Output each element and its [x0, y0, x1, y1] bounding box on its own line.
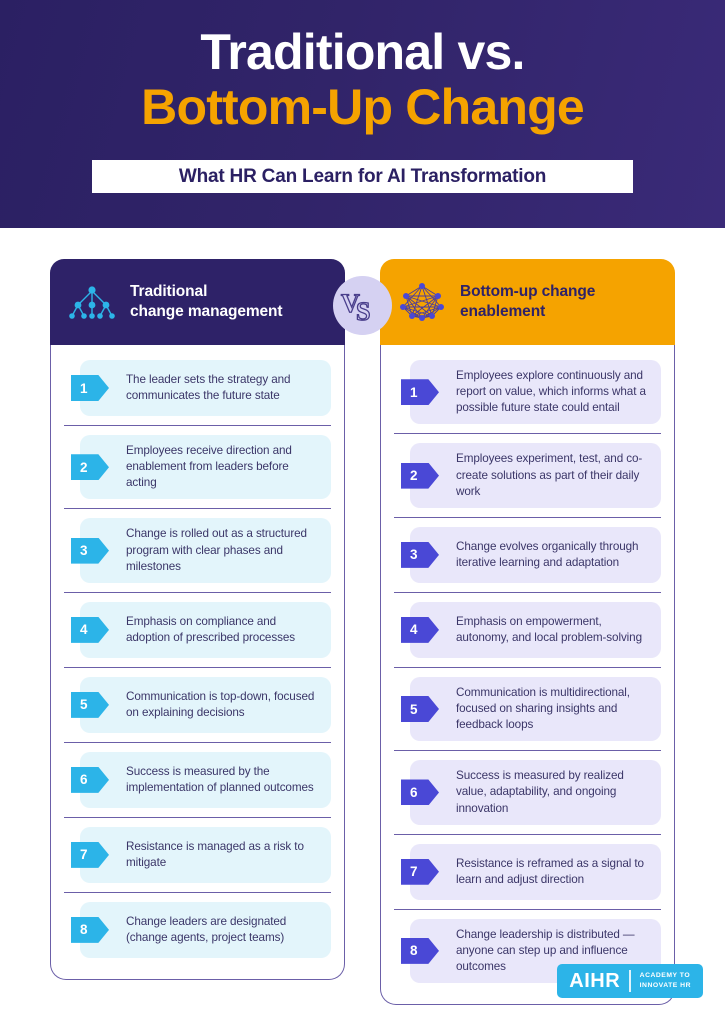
item-pill: Success is measured by realized value, a… [410, 760, 661, 825]
item-pill: Emphasis on empowerment, autonomy, and l… [410, 601, 661, 658]
list-item[interactable]: 6 Success is measured by realized value,… [394, 750, 661, 833]
column-header-bottom-up: Bottom-up change enablement [380, 259, 675, 345]
item-pill: Success is measured by the implementatio… [80, 751, 331, 808]
column-title-traditional: Traditional change management [130, 282, 283, 322]
vs-badge: V S [333, 276, 392, 335]
item-text: Employees receive direction and enableme… [126, 444, 292, 490]
column-title-line-1: Traditional [130, 283, 208, 301]
item-text: Success is measured by realized value, a… [456, 769, 624, 815]
item-text: Communication is top-down, focused on ex… [126, 689, 315, 719]
item-text: Change evolves organically through itera… [456, 539, 639, 569]
title-line-1: Traditional vs. [200, 24, 525, 80]
item-pill: Emphasis on compliance and adoption of p… [80, 601, 331, 658]
item-text: Employees explore continuously and repor… [456, 369, 646, 415]
item-text: Resistance is managed as a risk to mitig… [126, 839, 304, 869]
item-pill: Change evolves organically through itera… [410, 526, 661, 583]
list-item[interactable]: 3 Change is rolled out as a structured p… [64, 508, 331, 591]
item-pill: Employees explore continuously and repor… [410, 360, 661, 425]
list-item[interactable]: 5 Communication is multidirectional, foc… [394, 666, 661, 750]
comparison-columns: Traditional change management 1 The lead… [0, 259, 725, 1006]
item-text: Resistance is reframed as a signal to le… [456, 856, 644, 886]
item-pill: Employees experiment, test, and co-creat… [410, 443, 661, 508]
column-body-traditional: 1 The leader sets the strategy and commu… [50, 345, 345, 980]
logo-divider [629, 970, 631, 992]
logo-tagline-line-1: ACADEMY TO [639, 972, 691, 980]
svg-text:S: S [356, 297, 370, 324]
item-text: Change is rolled out as a structured pro… [126, 527, 307, 573]
list-item[interactable]: 5 Communication is top-down, focused on … [64, 666, 331, 742]
column-title-line-2: change management [130, 303, 283, 320]
vs-icon: V S [340, 288, 371, 324]
column-title-line-2: enablement [460, 303, 546, 320]
list-item[interactable]: 2 Employees experiment, test, and co-cre… [394, 433, 661, 516]
list-item[interactable]: 3 Change evolves organically through ite… [394, 516, 661, 592]
svg-text:V: V [341, 289, 360, 318]
aihr-logo[interactable]: AIHR ACADEMY TO INNOVATE HR [557, 964, 703, 998]
column-title-bottom-up: Bottom-up change enablement [460, 282, 595, 322]
subtitle-banner: What HR Can Learn for AI Transformation [92, 160, 633, 193]
item-pill: Employees receive direction and enableme… [80, 435, 331, 500]
item-text: Change leadership is distributed — anyon… [456, 927, 635, 973]
column-body-bottom-up: 1 Employees explore continuously and rep… [380, 345, 675, 1006]
column-traditional: Traditional change management 1 The lead… [50, 259, 345, 980]
column-bottom-up: Bottom-up change enablement 1 Employees … [380, 259, 675, 1006]
list-item[interactable]: 7 Resistance is reframed as a signal to … [394, 833, 661, 909]
list-item[interactable]: 1 The leader sets the strategy and commu… [64, 351, 331, 425]
item-text: Emphasis on empowerment, autonomy, and l… [456, 614, 642, 644]
item-text: Change leaders are designated (change ag… [126, 914, 287, 944]
list-item[interactable]: 8 Change leaders are designated (change … [64, 891, 331, 967]
subtitle-text: What HR Can Learn for AI Transformation [178, 165, 547, 187]
item-text: Employees experiment, test, and co-creat… [456, 452, 643, 498]
footer: AIHR ACADEMY TO INNOVATE HR [0, 952, 725, 1024]
item-pill: Resistance is managed as a risk to mitig… [80, 826, 331, 883]
list-item[interactable]: 1 Employees explore continuously and rep… [394, 351, 661, 433]
item-pill: The leader sets the strategy and communi… [80, 360, 331, 416]
list-item[interactable]: 4 Emphasis on compliance and adoption of… [64, 591, 331, 667]
list-item[interactable]: 7 Resistance is managed as a risk to mit… [64, 816, 331, 892]
hierarchy-tree-icon [68, 280, 116, 324]
logo-wordmark: AIHR [569, 969, 621, 992]
list-item[interactable]: 4 Emphasis on empowerment, autonomy, and… [394, 591, 661, 667]
item-text: Emphasis on compliance and adoption of p… [126, 614, 295, 644]
list-item[interactable]: 2 Employees receive direction and enable… [64, 425, 331, 508]
item-text: Communication is multidirectional, focus… [456, 685, 630, 732]
item-pill: Communication is multidirectional, focus… [410, 676, 661, 742]
logo-tagline-line-2: INNOVATE HR [639, 982, 691, 989]
item-pill: Resistance is reframed as a signal to le… [410, 843, 661, 900]
header-banner: Traditional vs. Bottom-Up Change What HR… [0, 0, 725, 228]
column-header-traditional: Traditional change management [50, 259, 345, 345]
logo-tagline: ACADEMY TO INNOVATE HR [640, 971, 691, 991]
list-item[interactable]: 6 Success is measured by the implementat… [64, 741, 331, 817]
item-pill: Change leaders are designated (change ag… [80, 901, 331, 958]
item-text: The leader sets the strategy and communi… [126, 372, 291, 402]
page-title: Traditional vs. Bottom-Up Change [0, 26, 725, 135]
item-pill: Communication is top-down, focused on ex… [80, 676, 331, 733]
title-line-2: Bottom-Up Change [141, 78, 585, 135]
item-text: Success is measured by the implementatio… [126, 764, 314, 794]
network-mesh-icon [398, 280, 446, 324]
item-pill: Change is rolled out as a structured pro… [80, 518, 331, 583]
column-title-line-1: Bottom-up change [460, 283, 596, 301]
